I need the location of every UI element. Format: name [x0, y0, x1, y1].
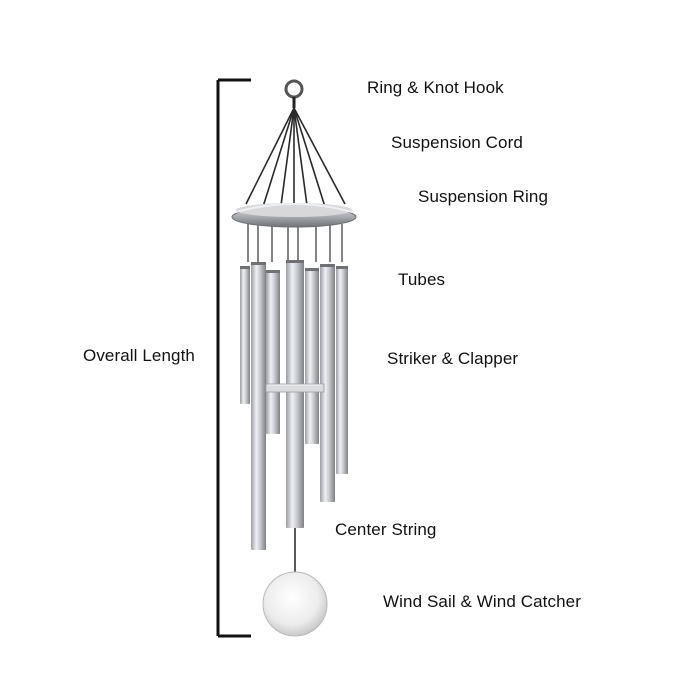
label-suspension-cord: Suspension Cord	[391, 133, 523, 152]
wind-sail-part	[262, 571, 328, 637]
label-center-string: Center String	[335, 520, 437, 539]
label-suspension-ring: Suspension Ring	[418, 187, 549, 206]
label-striker-clapper: Striker & Clapper	[387, 349, 519, 368]
tubes-part	[240, 260, 348, 550]
striker-clapper-part	[265, 383, 325, 393]
suspension-cord-part	[245, 107, 346, 214]
label-wind-sail: Wind Sail & Wind Catcher	[383, 592, 581, 611]
label-tubes: Tubes	[398, 270, 446, 289]
label-ring-knot-hook: Ring & Knot Hook	[367, 78, 504, 97]
ring-knot-hook-part	[284, 79, 304, 108]
suspension-ring-part	[231, 203, 357, 228]
label-overall-length: Overall Length	[83, 346, 195, 365]
